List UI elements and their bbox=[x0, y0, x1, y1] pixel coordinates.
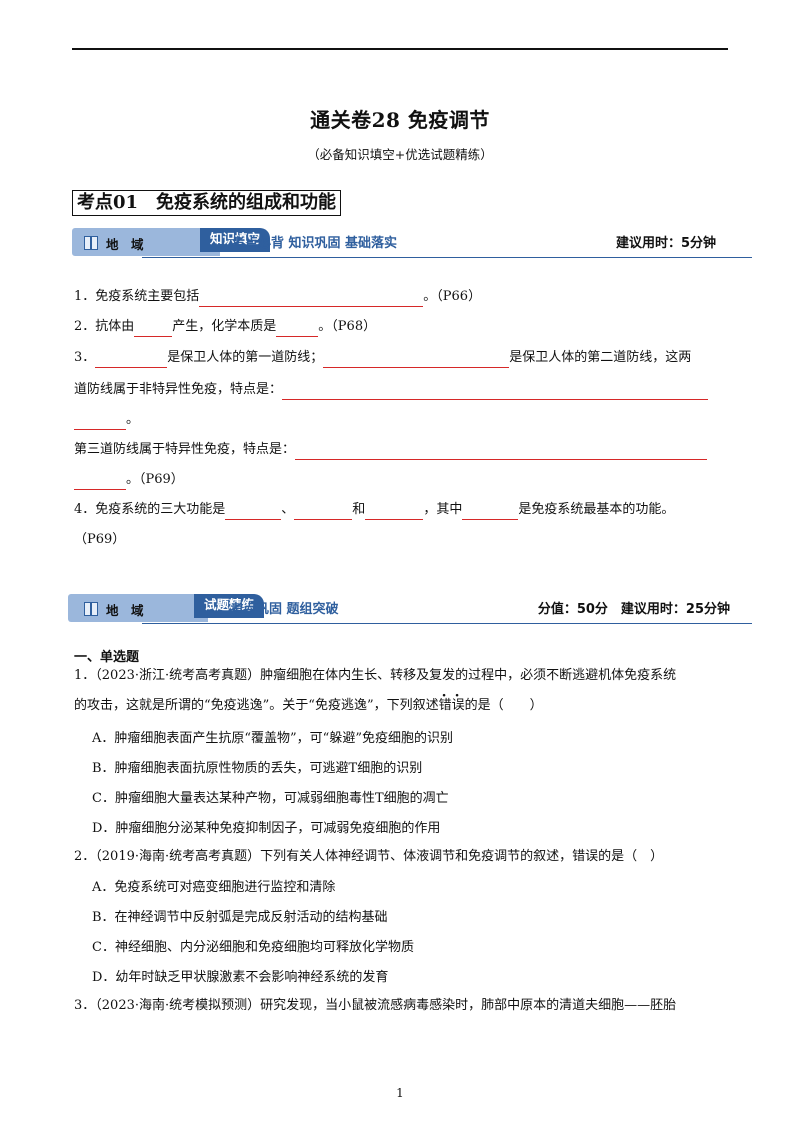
text: （P69） bbox=[74, 532, 126, 547]
q1-option-d[interactable]: D．肿瘤细胞分泌某种免疫抑制因子，可减弱免疫细胞的作用 bbox=[92, 821, 441, 836]
fill-line-5: 。 bbox=[74, 410, 139, 430]
question-3-line-1: 3．（2023·海南·统考模拟预测）研究发现，当小鼠被流感病毒感染时，肺部中原本… bbox=[74, 998, 677, 1013]
blank-field[interactable] bbox=[294, 503, 353, 520]
text: 、 bbox=[281, 502, 295, 517]
blank-field[interactable] bbox=[462, 503, 519, 520]
text: 产生，化学本质是 bbox=[172, 319, 277, 334]
banner-label: 地 域 bbox=[106, 237, 144, 252]
blank-field[interactable] bbox=[276, 320, 319, 337]
text: 。（P69） bbox=[126, 472, 184, 487]
blank-field[interactable] bbox=[95, 351, 168, 368]
text: 道防线属于非特异性免疫，特点是： bbox=[74, 382, 283, 397]
q1-option-c[interactable]: C．肿瘤细胞大量表达某种产物，可减弱细胞毒性T细胞的凋亡 bbox=[92, 791, 449, 806]
banner-middle-text: 考点巩固 题组突破 bbox=[230, 602, 339, 617]
text: 3． bbox=[74, 350, 96, 365]
question-2-line-1: 2．（2019·海南·统考高考真题）下列有关人体神经调节、体液调节和免疫调节的叙… bbox=[74, 849, 664, 864]
banner-right-text: 建议用时：5分钟 bbox=[615, 236, 716, 251]
banner-tab-label: 试题精练 bbox=[194, 594, 265, 618]
text: ，其中 bbox=[423, 502, 463, 517]
section-single-choice: 一、单选题 bbox=[74, 650, 140, 665]
page-number: 1 bbox=[396, 1086, 404, 1100]
text: 。（P66） bbox=[423, 289, 482, 304]
fill-line-6: 第三道防线属于特异性免疫，特点是： bbox=[74, 440, 708, 460]
text: 4．免疫系统的三大功能是 bbox=[74, 502, 226, 517]
text: 的攻击，这就是所谓的“免疫逃逸”。关于“免疫逃逸”，下列叙述 bbox=[74, 698, 439, 713]
blank-field[interactable] bbox=[323, 351, 510, 368]
text: 和 bbox=[352, 502, 366, 517]
blank-field[interactable] bbox=[295, 443, 708, 460]
blank-field[interactable] bbox=[74, 473, 126, 490]
page-title: 通关卷28 免疫调节 bbox=[310, 108, 490, 132]
banner-rule bbox=[142, 622, 752, 624]
blank-field[interactable] bbox=[199, 290, 424, 307]
blank-field[interactable] bbox=[74, 413, 126, 430]
text: 第三道防线属于特异性免疫，特点是： bbox=[74, 442, 296, 457]
fill-line-9: （P69） bbox=[74, 530, 125, 550]
blank-field[interactable] bbox=[282, 383, 709, 400]
question-1-line-2: 的攻击，这就是所谓的“免疫逃逸”。关于“免疫逃逸”，下列叙述错误的是（ ） bbox=[74, 696, 543, 716]
q2-option-c[interactable]: C．神经细胞、内分泌细胞和免疫细胞均可释放化学物质 bbox=[92, 940, 414, 955]
q1-option-b[interactable]: B．肿瘤细胞表面抗原性物质的丢失，可逃避T细胞的识别 bbox=[92, 761, 423, 776]
blank-field[interactable] bbox=[365, 503, 424, 520]
fill-line-8: 4．免疫系统的三大功能是 、 和 ，其中 是免疫系统最基本的功能。 bbox=[74, 500, 674, 520]
text: 的是（ ） bbox=[464, 698, 543, 713]
q1-option-a[interactable]: A．肿瘤细胞表面产生抗原“覆盖物”，可“躲避”免疫细胞的识别 bbox=[92, 731, 453, 746]
fill-line-3: 3． 是保卫人体的第一道防线； 是保卫人体的第二道防线，这两 bbox=[74, 348, 691, 368]
banner-knowledge-fill: 知识填空 地 域 考点必背 知识巩固 基础落实 建议用时：5分钟 bbox=[72, 228, 752, 260]
section-header: 考点01 免疫系统的组成和功能 bbox=[72, 190, 342, 216]
banner-right-text: 分值：50分 建议用时：25分钟 bbox=[537, 602, 730, 617]
emphasis-char: 误 bbox=[452, 698, 465, 713]
fill-line-2: 2．抗体由 产生，化学本质是 。（P68） bbox=[74, 317, 376, 337]
book-icon bbox=[84, 602, 98, 616]
text: 。（P68） bbox=[318, 319, 377, 334]
text: 是免疫系统最基本的功能。 bbox=[518, 502, 675, 517]
banner-label: 地 域 bbox=[106, 603, 144, 618]
text: 。 bbox=[126, 412, 140, 427]
text: 是保卫人体的第二道防线，这两 bbox=[509, 350, 692, 365]
blank-field[interactable] bbox=[134, 320, 173, 337]
fill-line-7: 。（P69） bbox=[74, 470, 184, 490]
q2-option-a[interactable]: A．免疫系统可对癌变细胞进行监控和清除 bbox=[92, 880, 336, 895]
banner-tab-label: 知识填空 bbox=[200, 228, 271, 252]
book-icon bbox=[84, 236, 98, 250]
q2-option-b[interactable]: B．在神经调节中反射弧是完成反射活动的结构基础 bbox=[92, 910, 388, 925]
banner-rule bbox=[142, 256, 752, 258]
page-subtitle: （必备知识填空+优选试题精练） bbox=[307, 147, 493, 162]
text: 1．免疫系统主要包括 bbox=[74, 289, 200, 304]
q2-option-d[interactable]: D．幼年时缺乏甲状腺激素不会影响神经系统的发育 bbox=[92, 970, 389, 985]
text: 是保卫人体的第一道防线； bbox=[167, 350, 324, 365]
fill-line-1: 1．免疫系统主要包括 。（P66） bbox=[74, 287, 481, 307]
top-rule bbox=[72, 48, 728, 50]
blank-field[interactable] bbox=[225, 503, 282, 520]
fill-line-4: 道防线属于非特异性免疫，特点是： bbox=[74, 380, 709, 400]
banner-middle-text: 考点必背 知识巩固 基础落实 bbox=[232, 236, 398, 251]
question-1-line-1: 1．（2023·浙江·统考高考真题）肿瘤细胞在体内生长、转移及复发的过程中，必须… bbox=[74, 668, 677, 683]
banner-practice: 试题精练 地 域 考点巩固 题组突破 分值：50分 建议用时：25分钟 bbox=[68, 594, 752, 626]
emphasis-char: 错 bbox=[439, 698, 452, 713]
text: 2．抗体由 bbox=[74, 319, 135, 334]
